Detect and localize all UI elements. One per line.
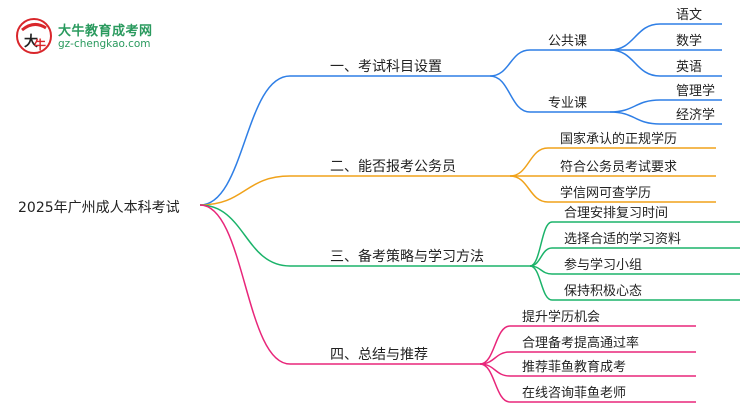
leaf-item[interactable]: 英语 [676, 60, 702, 75]
leaf-item[interactable]: 数学 [676, 33, 702, 49]
leaf-item[interactable]: 符合公务员考试要求 [560, 159, 677, 175]
branch-link-4 [199, 204, 291, 365]
mindmap-links [199, 23, 740, 403]
branch-link-2 [199, 175, 291, 206]
logo-url: gz-chengkao.com [58, 38, 151, 50]
svg-text:牛: 牛 [34, 37, 46, 52]
leaf-item[interactable]: 经济学 [676, 107, 715, 123]
leaf-item[interactable]: 选择合适的学习资料 [564, 231, 681, 247]
leaf-link [609, 99, 661, 113]
branch-4-title[interactable]: 四、总结与推荐 [330, 347, 428, 363]
branch-2-title[interactable]: 二、能否报考公务员 [330, 159, 456, 175]
leaf-item[interactable]: 保持积极心态 [564, 284, 642, 299]
leaf-item[interactable]: 国家承认的正规学历 [560, 131, 677, 147]
branch-link-1 [199, 75, 291, 206]
group-1-title[interactable]: 公共课 [548, 34, 587, 49]
branch-3-title[interactable]: 三、备考策略与学习方法 [330, 248, 484, 265]
leaf-item[interactable]: 管理学 [676, 83, 715, 99]
leaf-item[interactable]: 参与学习小组 [564, 257, 642, 273]
branch-1-title[interactable]: 一、考试科目设置 [330, 59, 442, 75]
leaf-item[interactable]: 学信网可查学历 [560, 185, 651, 201]
leaf-item[interactable]: 提升学历机会 [522, 309, 600, 325]
leaf-link [529, 221, 553, 267]
leaf-link [509, 175, 549, 203]
leaf-link [509, 147, 549, 177]
leaf-item[interactable]: 在线咨询菲鱼老师 [522, 385, 626, 401]
leaf-link [609, 111, 661, 125]
group-2-title[interactable]: 专业课 [548, 96, 587, 111]
group-link-2 [489, 75, 531, 113]
leaf-link [529, 247, 553, 267]
leaf-item[interactable]: 合理安排复习时间 [564, 206, 668, 221]
leaf-link [609, 23, 661, 51]
leaf-link [479, 363, 511, 403]
leaf-link [609, 49, 661, 77]
leaf-item[interactable]: 语文 [676, 8, 702, 23]
svg-text:大: 大 [24, 33, 38, 50]
leaf-item[interactable]: 合理备考提高通过率 [522, 335, 639, 351]
logo-title: 大牛教育成考网 [58, 24, 153, 39]
leaf-link [529, 265, 553, 301]
brand-logo[interactable]: 大 牛 大牛教育成考网 gz-chengkao.com [14, 16, 174, 56]
root-topic[interactable]: 2025年广州成人本科考试 [18, 200, 180, 216]
branch-link-3 [199, 204, 291, 267]
group-link-1 [489, 49, 531, 77]
logo-mark-icon: 大 牛 [16, 18, 52, 54]
leaf-item[interactable]: 推荐菲鱼教育成考 [522, 359, 626, 375]
leaf-link [479, 325, 511, 365]
